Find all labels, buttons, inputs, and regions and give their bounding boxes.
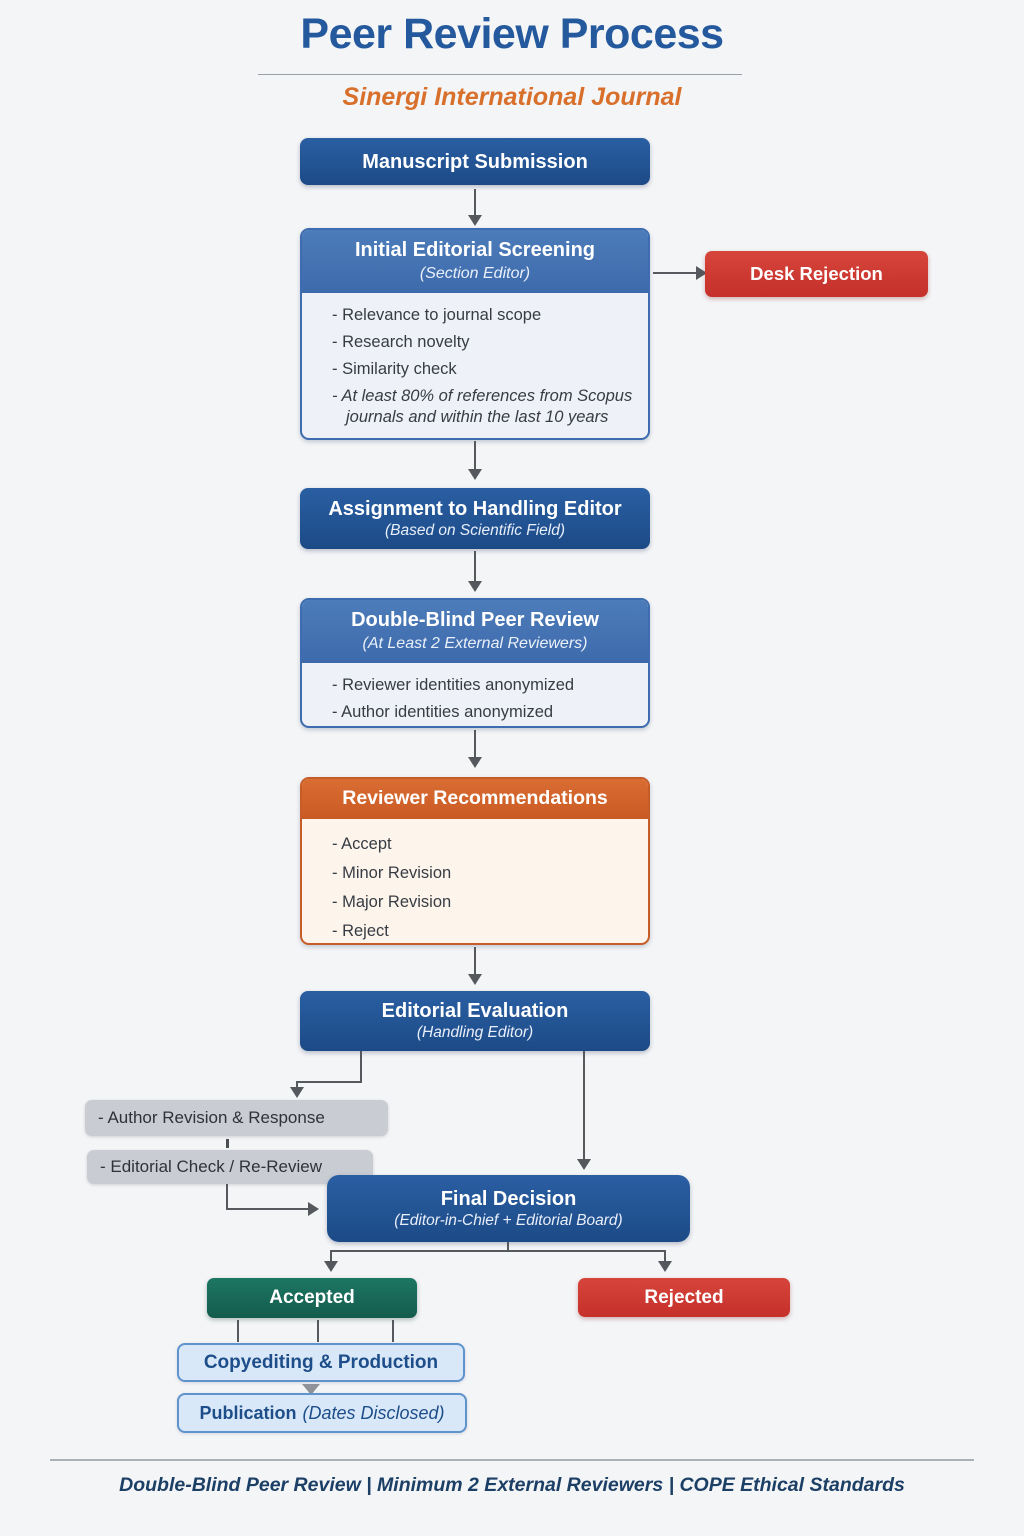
node-label: Accepted — [269, 1287, 355, 1308]
arrow-down-icon — [577, 1159, 591, 1170]
panel-body: - Relevance to journal scope - Research … — [302, 293, 648, 438]
panel-header: Initial Editorial Screening (Section Edi… — [302, 230, 648, 293]
flow-node-manuscript-submission: Manuscript Submission — [300, 138, 650, 185]
connector-line — [474, 730, 476, 759]
node-subtitle: (Handling Editor) — [416, 1024, 534, 1041]
node-label: Publication — [199, 1402, 297, 1423]
flow-node-editorial-check: - Editorial Check / Re-Review — [87, 1150, 373, 1184]
node-label: Rejected — [644, 1286, 724, 1308]
flow-node-initial-editorial-screening: Initial Editorial Screening (Section Edi… — [300, 228, 650, 440]
connector-line — [474, 551, 476, 583]
arrow-right-icon — [308, 1202, 319, 1216]
arrow-down-icon — [658, 1261, 672, 1272]
flow-node-desk-rejection: Desk Rejection — [705, 251, 928, 297]
arrow-down-icon — [468, 581, 482, 592]
node-subtitle: (Section Editor) — [419, 265, 531, 282]
connector-line — [507, 1242, 509, 1252]
footer-tagline: Double-Blind Peer Review | Minimum 2 Ext… — [119, 1474, 905, 1496]
node-title: Final Decision — [440, 1187, 577, 1210]
flow-node-double-blind-peer-review: Double-Blind Peer Review (At Least 2 Ext… — [300, 598, 650, 728]
list-item: - Reject — [332, 922, 389, 940]
node-subtitle: (Editor-in-Chief + Editorial Board) — [394, 1211, 623, 1229]
footer-divider — [50, 1459, 974, 1461]
connector-line — [360, 1051, 362, 1083]
node-label: Manuscript Submission — [362, 150, 588, 173]
title-divider — [258, 74, 742, 75]
flow-node-accepted: Accepted — [207, 1278, 417, 1318]
flow-node-assignment-handling-editor: Assignment to Handling Editor (Based on … — [300, 488, 650, 549]
flow-node-final-decision: Final Decision (Editor-in-Chief + Editor… — [327, 1175, 690, 1242]
node-label: Copyediting & Production — [203, 1351, 439, 1373]
list-item: - Relevance to journal scope — [332, 306, 542, 324]
connector-line — [317, 1320, 319, 1342]
node-title: Assignment to Handling Editor — [328, 497, 622, 520]
connector-line — [226, 1139, 229, 1148]
flow-node-copyediting-production: Copyediting & Production — [177, 1343, 465, 1382]
connector-line — [583, 1051, 585, 1161]
node-title: Double-Blind Peer Review — [351, 609, 599, 631]
list-item: - Accept — [332, 835, 392, 853]
list-item: - Author identities anonymized — [332, 703, 554, 721]
arrow-down-icon — [324, 1261, 338, 1272]
list-item: - Major Revision — [332, 893, 452, 911]
list-item: - Similarity check — [332, 360, 457, 378]
page-subtitle: Sinergi International Journal — [342, 83, 682, 111]
connector-line — [226, 1184, 228, 1210]
page-title: Peer Review Process — [300, 10, 724, 58]
connector-line — [226, 1208, 311, 1210]
arrow-down-icon — [468, 974, 482, 985]
arrow-down-icon — [468, 469, 482, 480]
arrow-down-icon — [468, 215, 482, 226]
node-title: Reviewer Recommendations — [342, 787, 608, 809]
connector-line — [237, 1320, 239, 1342]
node-subtitle: (Based on Scientific Field) — [384, 521, 566, 539]
connector-line — [297, 1081, 362, 1083]
connector-line — [474, 947, 476, 976]
node-label: - Author Revision & Response — [98, 1108, 325, 1127]
panel-header: Double-Blind Peer Review (At Least 2 Ext… — [302, 600, 648, 663]
connector-line — [330, 1250, 666, 1252]
connector-line — [474, 441, 476, 471]
node-title: Initial Editorial Screening — [354, 239, 596, 261]
panel-body: - Accept - Minor Revision - Major Revisi… — [302, 819, 648, 943]
node-label: - Editorial Check / Re-Review — [100, 1157, 323, 1176]
flow-node-publication: Publication (Dates Disclosed) — [177, 1393, 467, 1433]
connector-line — [474, 189, 476, 217]
list-item: - At least 80% of references from Scopus… — [332, 387, 633, 426]
list-item: - Minor Revision — [332, 864, 452, 882]
flow-node-author-revision: - Author Revision & Response — [85, 1100, 388, 1136]
node-subtitle: (At Least 2 External Reviewers) — [362, 635, 588, 652]
arrow-down-icon — [302, 1384, 320, 1395]
panel-body: - Reviewer identities anonymized - Autho… — [302, 663, 648, 726]
arrow-down-icon — [468, 757, 482, 768]
connector-line — [330, 1250, 332, 1263]
connector-line — [653, 272, 699, 274]
connector-line — [392, 1320, 394, 1342]
arrow-down-icon — [290, 1087, 304, 1098]
flow-node-editorial-evaluation: Editorial Evaluation (Handling Editor) — [300, 991, 650, 1051]
list-item: - Research novelty — [332, 333, 470, 351]
node-title: Editorial Evaluation — [381, 1000, 569, 1022]
connector-line — [296, 1081, 298, 1089]
node-label: Desk Rejection — [750, 263, 883, 284]
arrow-right-icon — [696, 266, 707, 280]
flow-node-rejected: Rejected — [578, 1278, 790, 1317]
list-item: - Reviewer identities anonymized — [332, 676, 575, 694]
flow-node-reviewer-recommendations: Reviewer Recommendations - Accept - Mino… — [300, 777, 650, 945]
panel-header: Reviewer Recommendations — [302, 779, 648, 819]
node-label-detail: (Dates Disclosed) — [302, 1402, 445, 1423]
connector-line — [664, 1250, 666, 1263]
